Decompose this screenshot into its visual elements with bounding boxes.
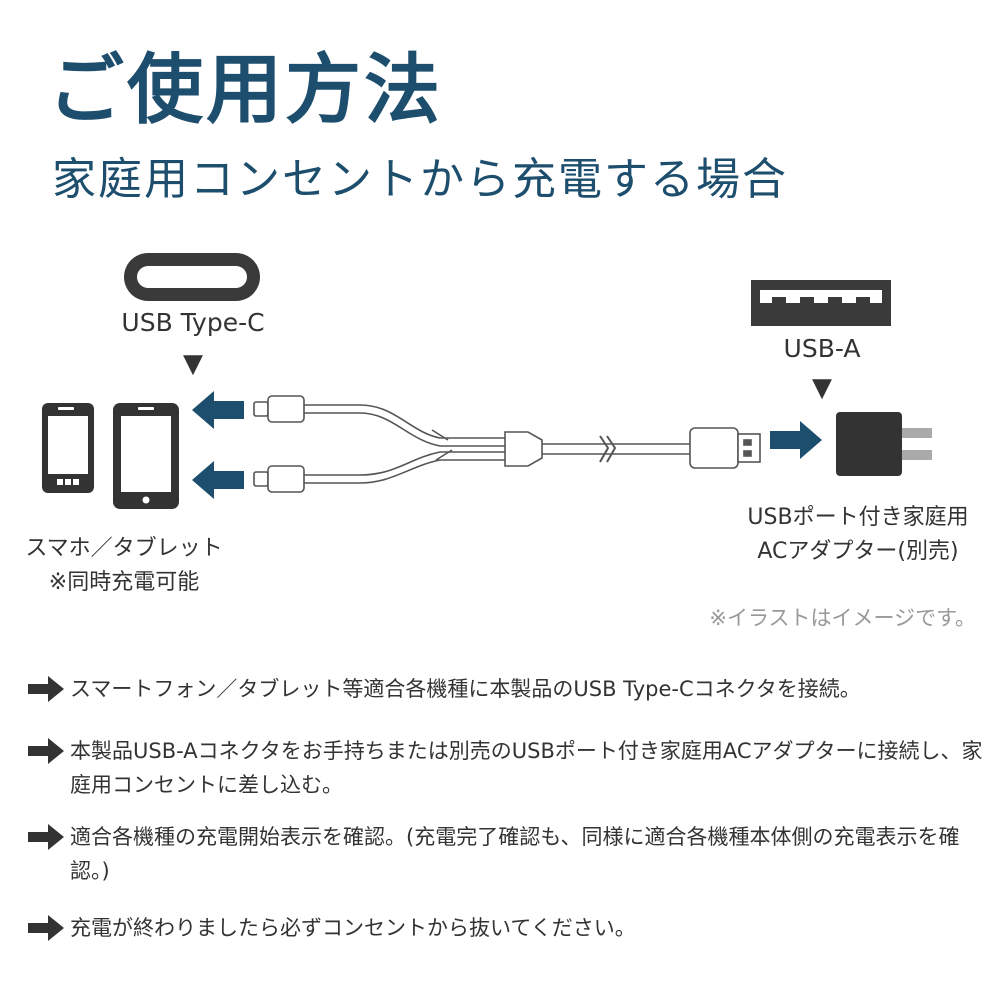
- step-arrow-icon: [28, 676, 64, 702]
- page-title: ご使用方法: [48, 45, 443, 134]
- adapter-label-line2: ACアダプター(別売): [757, 539, 958, 564]
- charge-arrow-lower-icon: [192, 461, 244, 499]
- device-label-line1: スマホ／タブレット: [25, 536, 222, 561]
- step-arrow-icon: [28, 824, 64, 850]
- usb-type-c-label: USB Type-C: [121, 308, 264, 337]
- step-text: 充電が終わりましたら必ずコンセントから抜いてください。: [70, 916, 636, 940]
- connect-arrow-icon: [770, 421, 822, 459]
- step-text: 適合各機種の充電開始表示を確認。(充電完了確認も、同様に適合各機種本体側の充電表…: [70, 825, 960, 883]
- usb-a-pointer-icon: ▼: [812, 373, 832, 403]
- charge-arrow-upper-icon: [192, 391, 244, 429]
- step-text: 本製品USB-Aコネクタをお手持ちまたは別売のUSBポート付き家庭用ACアダプタ…: [70, 739, 983, 797]
- ac-adapter-icon: [836, 412, 932, 476]
- usb-a-label: USB-A: [784, 334, 861, 363]
- usage-diagram: USB Type-C ▼ USB-A ▼: [25, 253, 976, 630]
- page-subtitle: 家庭用コンセントから充電する場合: [52, 154, 788, 205]
- tablet-icon: [113, 403, 179, 509]
- step-arrow-icon: [28, 915, 64, 941]
- usb-a-port-icon: [751, 280, 891, 326]
- y-cable-illustration: [253, 395, 761, 493]
- smartphone-icon: [42, 403, 94, 493]
- adapter-label-line1: USBポート付き家庭用: [747, 505, 968, 530]
- usb-type-c-port-icon: [124, 253, 260, 301]
- illustration-note: ※イラストはイメージです。: [709, 606, 976, 630]
- step-arrow-icon: [28, 738, 64, 764]
- device-label-line2: ※同時充電可能: [49, 570, 199, 595]
- step-text: スマートフォン／タブレット等適合各機種に本製品のUSB Type-Cコネクタを接…: [70, 677, 861, 701]
- usb-type-c-pointer-icon: ▼: [183, 349, 203, 379]
